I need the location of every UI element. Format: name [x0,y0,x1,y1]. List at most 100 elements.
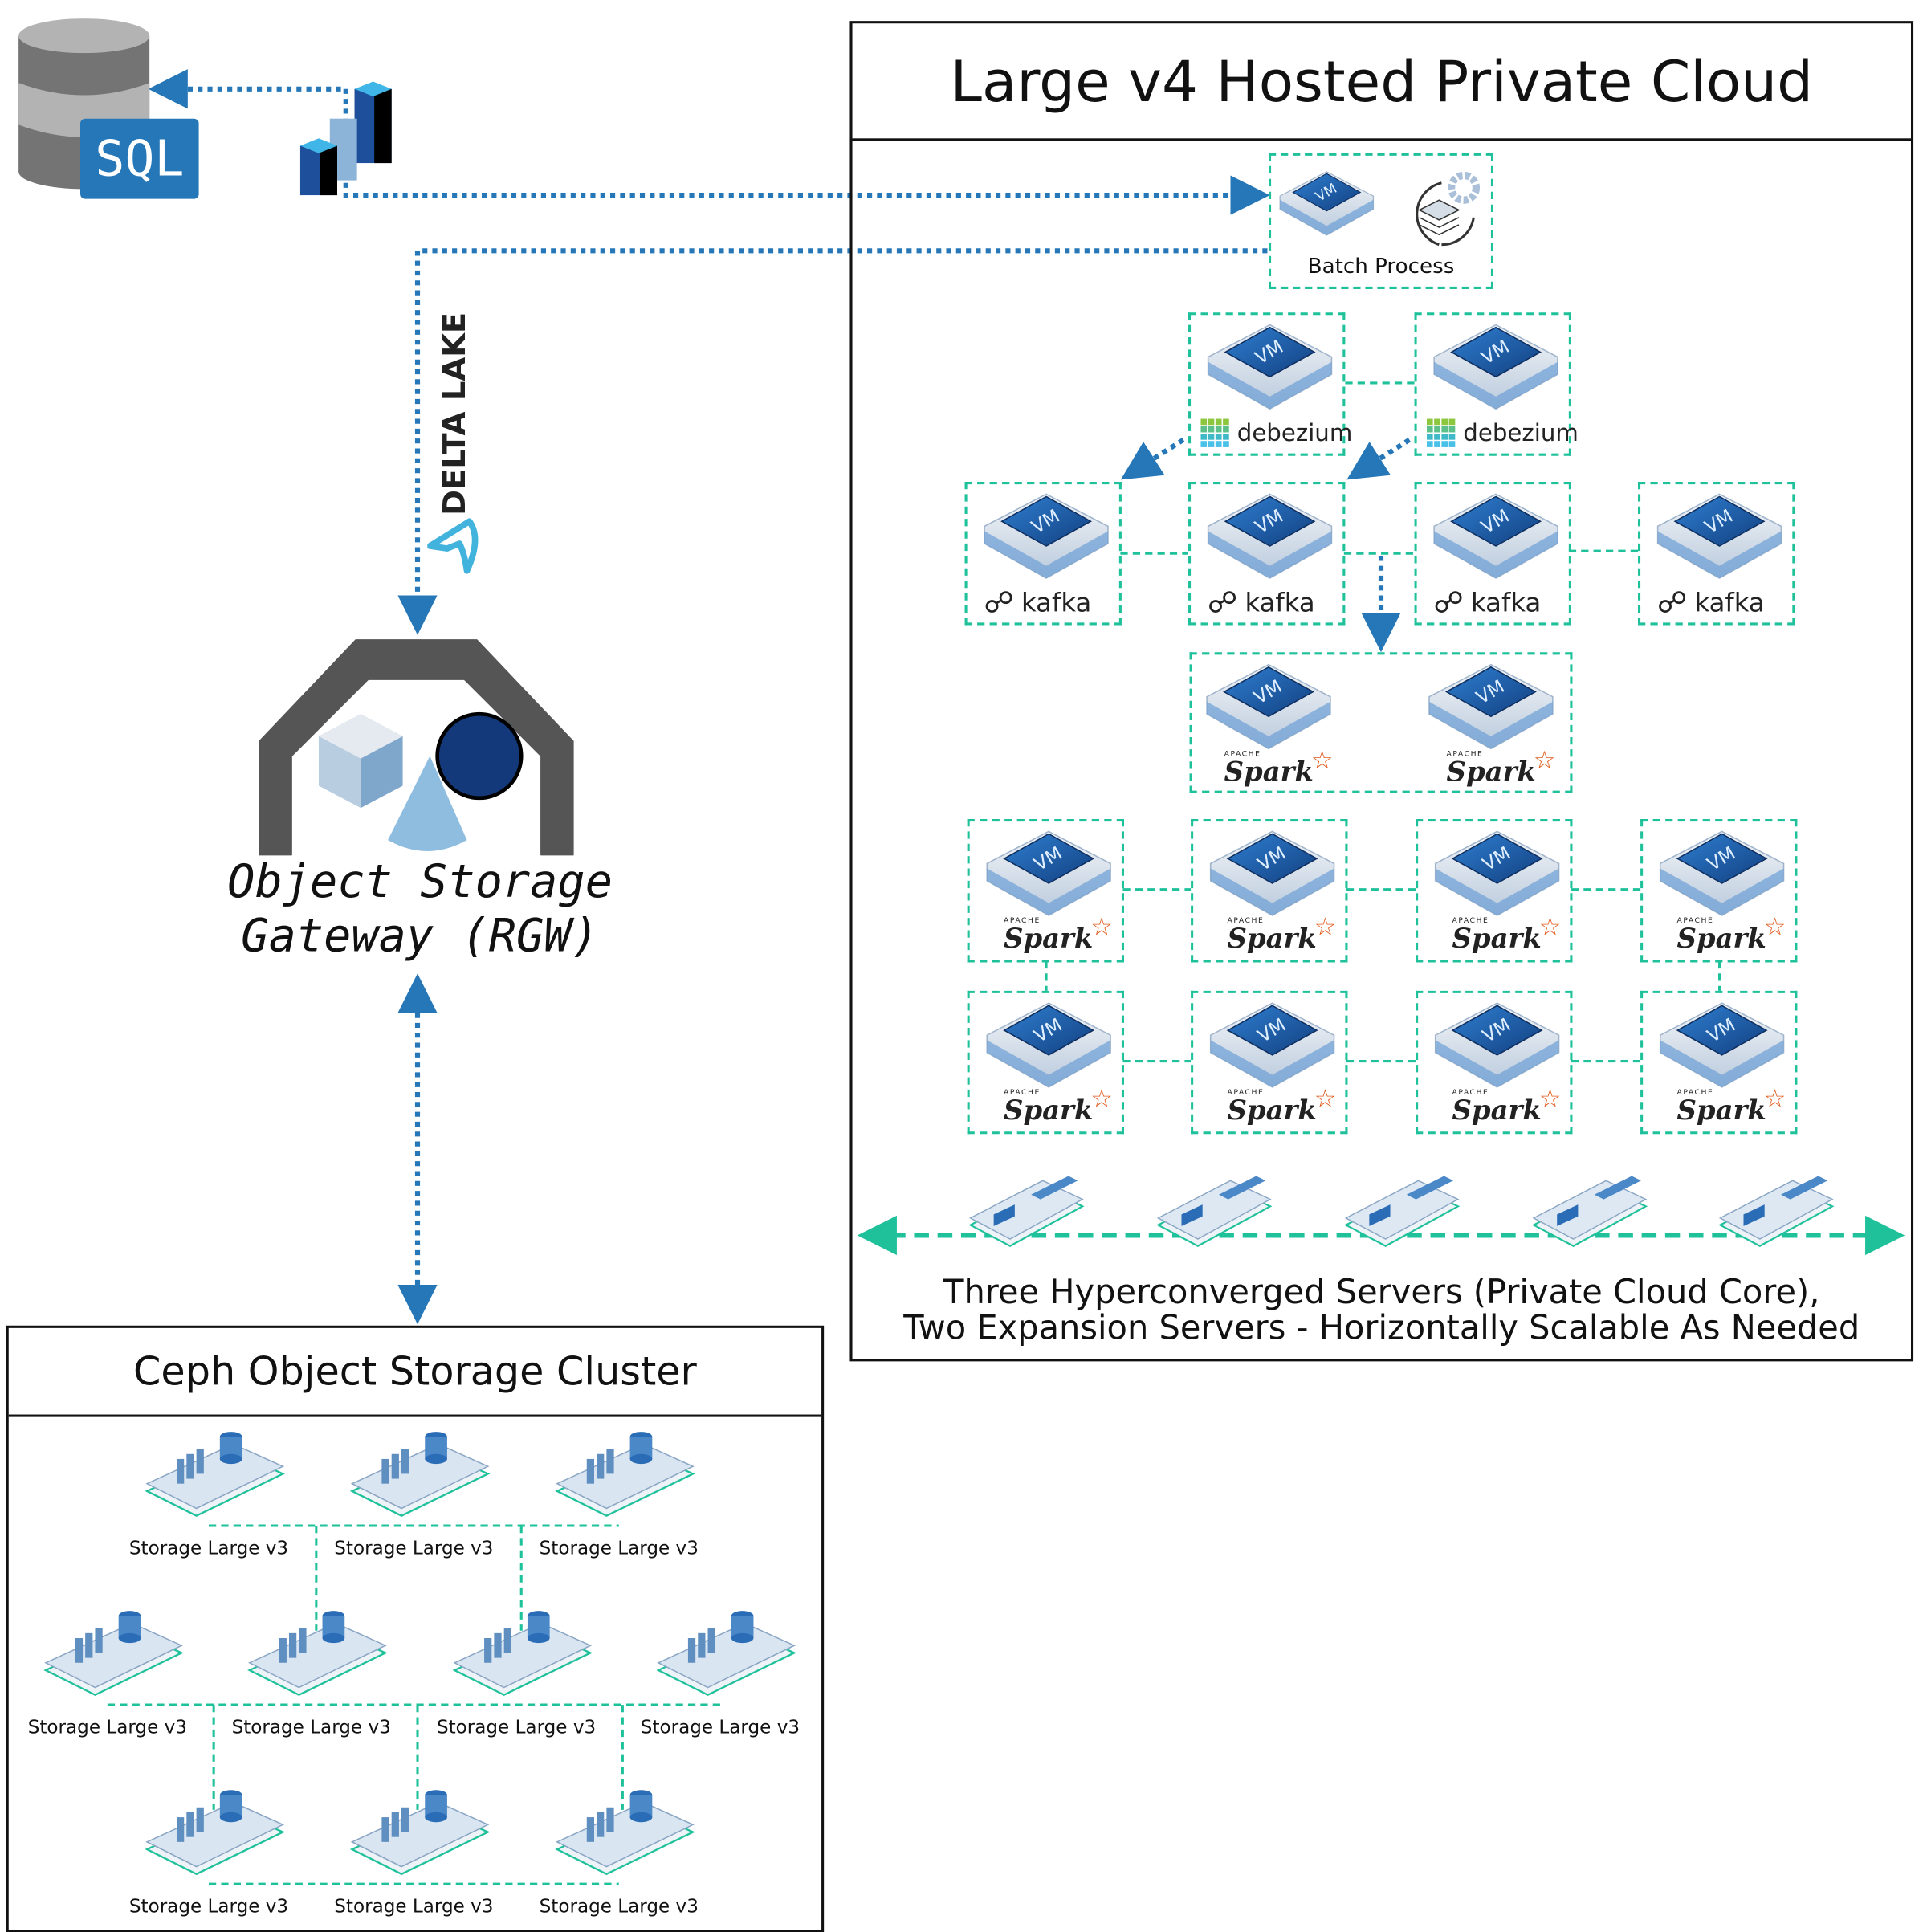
vm-icon [979,489,1112,590]
vm-icon [1276,168,1377,244]
apache-tag: APACHE [1003,1088,1041,1098]
storage-node-label: Storage Large v3 [539,1894,699,1918]
debezium-to-kafka-arrow-2 [1346,438,1412,480]
sql-label: SQL [95,130,185,188]
apache-tag: APACHE [1224,749,1261,759]
vm-icon [1428,489,1562,590]
spark-star-icon: ☆ [1763,1083,1786,1114]
spark-star-icon: ☆ [1538,911,1562,942]
storage-server-icon [550,1427,699,1526]
debezium-label: debezium [1236,420,1353,447]
debezium-logo-icon [1426,418,1455,447]
debezium-vm-box[interactable]: debezium [1414,312,1579,456]
spark-label: Spark [1452,923,1542,956]
apache-tag: APACHE [1446,749,1484,759]
apache-tag: APACHE [1227,916,1265,926]
spark-star-icon: ☆ [1314,911,1337,942]
storage-node-label: Storage Large v3 [27,1715,187,1738]
sql-database[interactable]: SQL [18,18,199,199]
storage-server-icon [447,1606,596,1705]
kafka-label-group: ☍kafka [984,588,1091,618]
teal-links [107,381,1721,1885]
batch-process-icon [1416,171,1481,247]
storage-server-icon [39,1606,187,1705]
kafka-vm-box[interactable]: ☍kafka [1414,481,1571,626]
kafka-label: kafka [1021,588,1092,618]
server-caption: Three Hyperconverged Servers (Private Cl… [849,1275,1913,1347]
spark-label: Spark [1676,923,1766,956]
apache-tag: APACHE [1227,1088,1265,1098]
kafka-label: kafka [1694,588,1765,618]
kafka-logo-icon: ☍ [984,585,1014,621]
gateway-title-line1: Object Storage [227,854,613,908]
spark-star-icon: ☆ [1310,744,1334,775]
storage-node-label: Storage Large v3 [128,1894,289,1918]
vm-icon [1428,320,1562,421]
bar-chart-icon[interactable] [299,81,394,199]
spark-label: Spark [1227,923,1317,956]
spark-label: Spark [1003,923,1094,956]
storage-node-label: Storage Large v3 [231,1715,391,1738]
debezium-logo-icon [1200,418,1228,447]
gateway-title-line2: Gateway (RGW) [241,909,599,963]
spark-label: Spark [1452,1094,1542,1127]
storage-node-label: Storage Large v3 [128,1536,289,1559]
debezium-label-group: debezium [1200,418,1353,449]
kafka-logo-icon: ☍ [1433,585,1464,621]
database-icon [18,18,199,199]
storage-server-icon [651,1606,800,1705]
batch-process-label: Batch Process [1307,254,1455,279]
server-caption-line1: Three Hyperconverged Servers (Private Cl… [943,1274,1820,1312]
storage-node-label: Storage Large v3 [334,1894,494,1918]
vm-icon [1652,489,1786,590]
ceph-cluster-title: Ceph Object Storage Cluster [8,1328,822,1417]
object-storage-icon[interactable] [257,633,576,858]
debezium-label: debezium [1463,420,1579,447]
kafka-vm-box[interactable]: ☍kafka [1188,481,1346,626]
debezium-vm-box[interactable]: debezium [1188,312,1352,456]
apache-tag: APACHE [1003,916,1041,926]
storage-node-label: Storage Large v3 [334,1536,494,1559]
delta-lake-label-wrap: DELTA LAKE [435,309,475,520]
storage-server-icon [140,1427,288,1526]
apache-tag: APACHE [1452,1088,1489,1098]
vm-icon [1203,489,1336,590]
delta-lake-label: DELTA LAKE [436,312,473,516]
spark-label: Spark [1676,1094,1766,1127]
storage-node-label: Storage Large v3 [436,1715,597,1738]
spark-label: Spark [1446,756,1536,789]
spark-star-icon: ☆ [1538,1083,1562,1114]
private-cloud-title: Large v4 Hosted Private Cloud [852,23,1911,141]
spark-label: Spark [1003,1094,1094,1127]
private-cloud-frame: Large v4 Hosted Private Cloud [849,21,1914,1362]
delta-lake-logo [427,518,479,574]
batch-process-box[interactable]: Batch Process [1268,153,1493,289]
storage-server-icon [140,1785,288,1884]
storage-server-icon [344,1785,493,1884]
kafka-vm-box[interactable]: ☍kafka [964,481,1122,626]
spark-label: Spark [1224,756,1314,789]
apache-tag: APACHE [1676,916,1714,926]
hyperconverged-server-icon [1149,1174,1277,1261]
spark-star-icon: ☆ [1090,1083,1113,1114]
ceph-cluster-frame: Ceph Object Storage Cluster [6,1325,825,1932]
kafka-vm-box[interactable]: ☍kafka [1637,481,1795,626]
